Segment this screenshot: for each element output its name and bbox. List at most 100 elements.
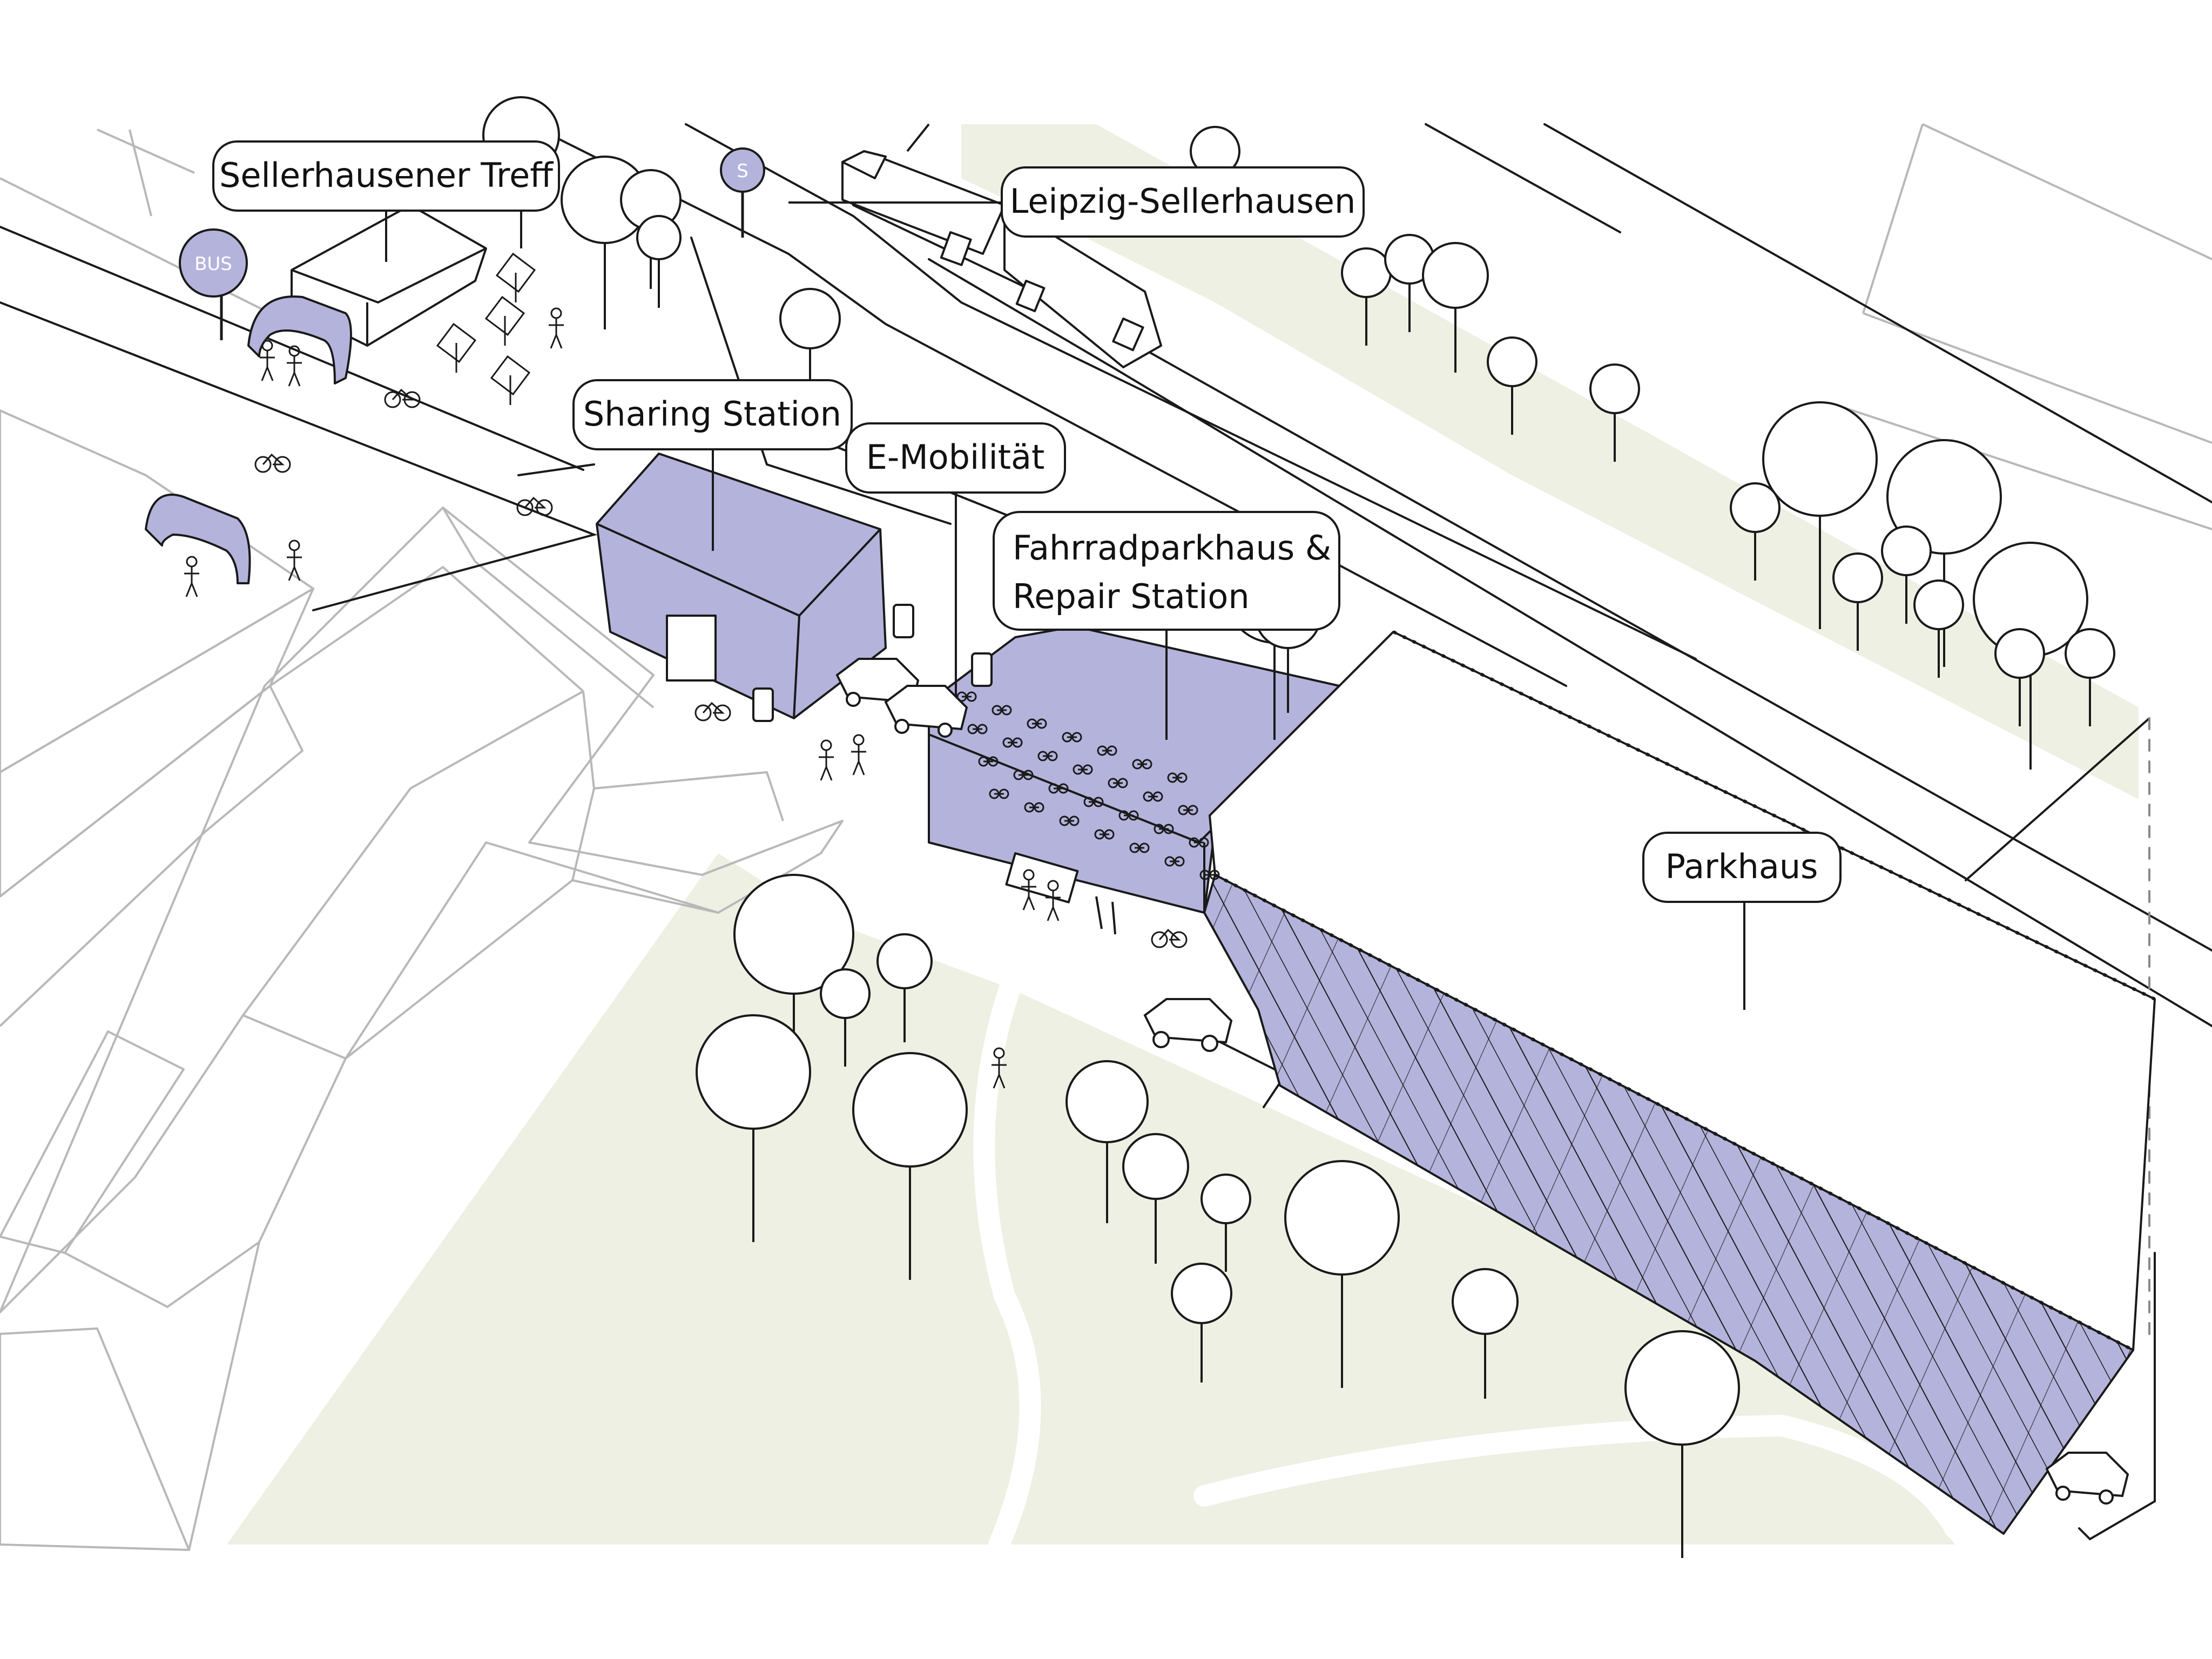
person-icon: [1046, 880, 1061, 921]
people: [184, 307, 1061, 1089]
tree-icon: [1201, 1174, 1251, 1272]
bicycle-icon: [992, 705, 1012, 716]
bicycle-icon: [1167, 772, 1188, 783]
label-sharing-text: Sharing Station: [583, 394, 841, 434]
car-icon: [884, 685, 968, 738]
label-fahrrad-line-1: Fahrradparkhaus &: [1013, 528, 1331, 568]
trees: [482, 96, 2115, 1558]
bicycle-icon: [1094, 829, 1115, 840]
bicycle-icon: [1189, 837, 1209, 848]
label-sellerhausener-treff: Sellerhausener Treff: [212, 140, 560, 212]
green-area-bottom: [227, 853, 1955, 1545]
bicycle-icon: [1143, 791, 1163, 802]
bicycle-icon: [1083, 797, 1104, 807]
label-fahrrad-line-2: Repair Station: [1013, 577, 1250, 616]
label-e-mobilitaet: E-Mobilität: [845, 422, 1066, 494]
bicycle-icon: [1108, 778, 1128, 788]
cafe-umbrellas: [436, 252, 536, 405]
bicycle-icon: [978, 756, 999, 767]
bicycle-icon: [956, 691, 977, 702]
tree-icon: [876, 933, 933, 1042]
tree-icon: [1589, 363, 1640, 462]
umbrella-icon: [490, 355, 531, 405]
label-parkhaus-text: Parkhaus: [1665, 847, 1818, 886]
tree-icon: [1487, 336, 1537, 435]
bicycle-icon: [1024, 802, 1044, 813]
umbrella-icon: [436, 322, 477, 373]
person-icon: [819, 739, 834, 781]
person-icon: [992, 1047, 1007, 1089]
s-bahn-icon: S: [720, 147, 765, 238]
bus-stop-icon: BUS: [179, 228, 248, 340]
bicycle-icon: [967, 724, 988, 734]
tree-icon: [1422, 242, 1489, 373]
label-sharing-station: Sharing Station: [572, 379, 853, 450]
label-treff-text: Sellerhausener Treff: [219, 156, 554, 195]
tree-icon: [1122, 1133, 1189, 1264]
ev-chargers: [752, 604, 993, 722]
bicycle-icon: [1037, 751, 1058, 761]
tree-icon: [1913, 579, 1964, 678]
tree-icon: [1624, 1330, 1740, 1558]
tree-icon: [1284, 1160, 1400, 1388]
bicycle-icon: [1002, 737, 1023, 748]
cars: [835, 658, 2129, 1505]
tree-icon: [1762, 401, 1878, 629]
bicycle-icon: [1013, 770, 1034, 780]
bicycle-icon: [1154, 824, 1174, 834]
person-icon: [549, 307, 564, 349]
tree-icon: [636, 215, 682, 308]
label-parkhaus: Parkhaus: [1642, 832, 1842, 903]
tree-icon: [820, 968, 871, 1067]
tree-icon: [1994, 628, 2045, 726]
person-icon: [287, 539, 302, 581]
bicycle-icon: [1129, 842, 1150, 853]
bicycle-icon: [1062, 732, 1082, 743]
bicycle-icon: [1027, 718, 1047, 729]
leader-lines: [385, 201, 1745, 1010]
person-icon: [260, 340, 275, 381]
bicycles: [254, 388, 1220, 948]
tree-icon: [2065, 628, 2115, 726]
tree-icon: [1171, 1263, 1232, 1382]
tree-icon: [1730, 482, 1781, 581]
green-area-top: [961, 124, 2139, 799]
callout-labels: Sellerhausener Treff Leipzig-Sellerhause…: [212, 140, 1842, 903]
bicycle-icon: [1097, 745, 1117, 756]
ev-charger-icon: [893, 604, 914, 638]
green-areas: [227, 124, 2139, 1545]
umbrella-icon: [495, 252, 536, 302]
person-icon: [184, 556, 199, 597]
person-icon: [1021, 869, 1036, 911]
ev-charger-icon: [752, 687, 774, 722]
bicycle-icon: [1199, 869, 1220, 880]
bicycle-icon: [1118, 810, 1139, 821]
car-icon: [2045, 1452, 2129, 1505]
tree-icon: [1065, 1060, 1149, 1223]
car-icon: [1143, 998, 1233, 1052]
person-icon: [287, 345, 302, 387]
sharing-station-building: [596, 453, 887, 719]
label-leipzig-sellerhausen: Leipzig-Sellerhausen: [1001, 166, 1365, 238]
bicycle-icon: [694, 702, 731, 721]
parkhaus-building: [1203, 630, 2156, 1535]
umbrella-icon: [484, 295, 525, 346]
tree-icon: [1832, 552, 1883, 651]
bicycle-icon: [384, 388, 421, 408]
bus-shelters: [145, 295, 352, 584]
tree-icon: [1452, 1268, 1519, 1399]
bicycle-icon: [1073, 764, 1093, 775]
bicycle-icon: [1151, 928, 1188, 948]
bus-sign-text: BUS: [194, 253, 232, 275]
label-station-text: Leipzig-Sellerhausen: [1010, 181, 1356, 221]
tree-icon: [1886, 439, 2002, 667]
tree-icon: [1881, 525, 1932, 624]
bicycle-icon: [1164, 856, 1185, 867]
tree-icon: [852, 1052, 968, 1280]
bicycle-icon: [989, 788, 1009, 799]
label-emob-text: E-Mobilität: [866, 437, 1045, 477]
label-fahrradparkhaus: Fahrradparkhaus & Repair Station: [993, 511, 1340, 631]
repair-tools-icon: [1095, 896, 1116, 935]
bicycle-icon: [254, 453, 291, 473]
tree-icon: [696, 1014, 811, 1242]
